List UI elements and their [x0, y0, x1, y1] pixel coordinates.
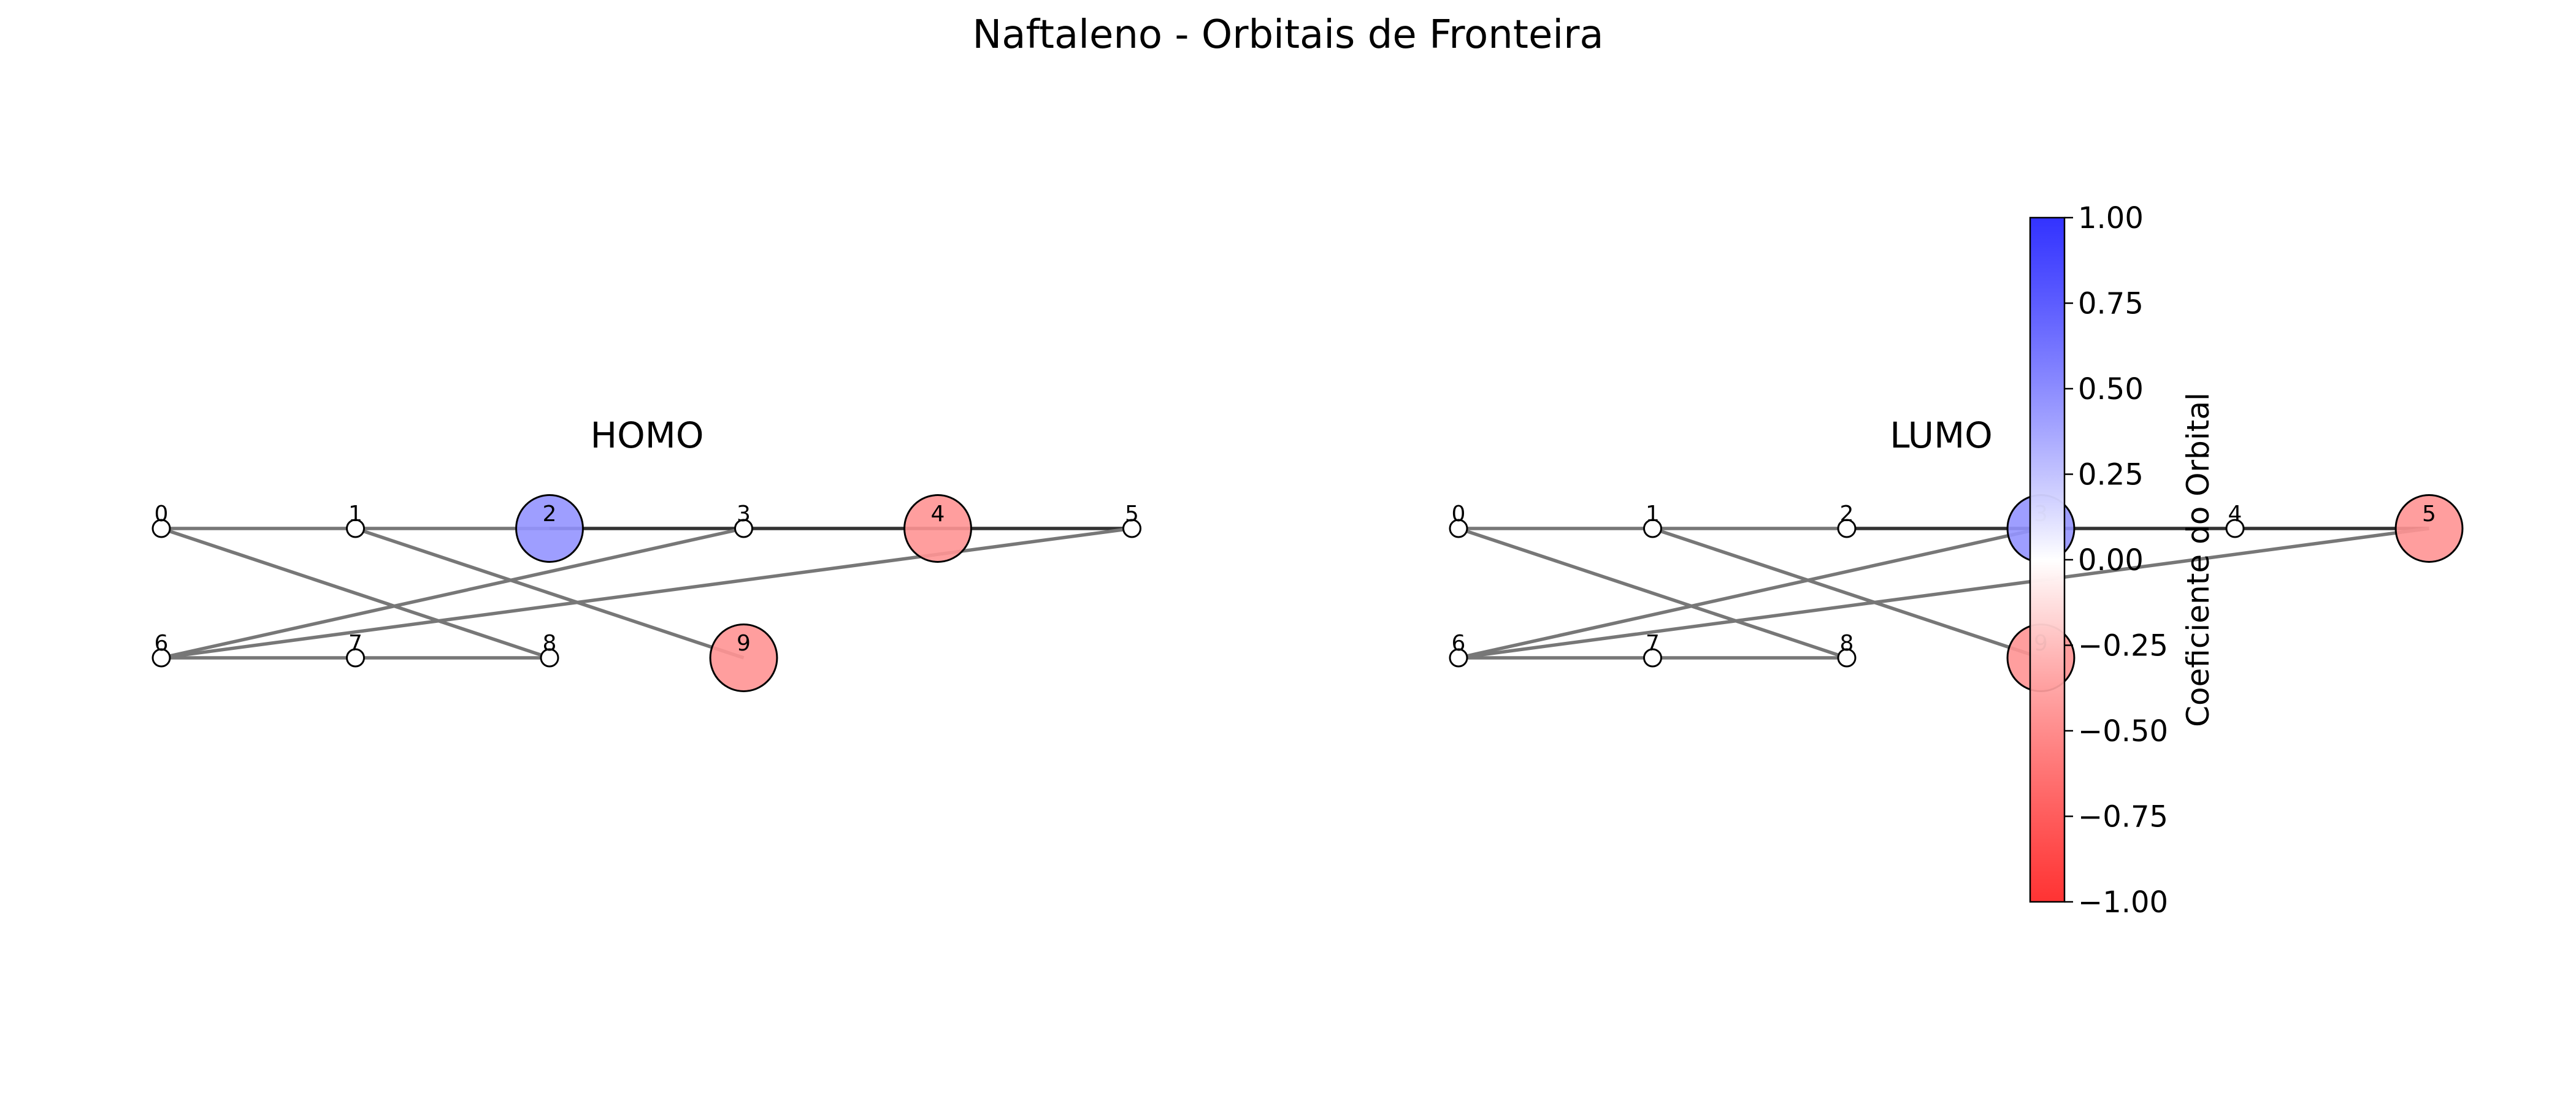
- homo-atom-label-8: 8: [543, 631, 557, 656]
- lumo-bond-6-5: [1458, 527, 2429, 660]
- colorbar-gradient: [2029, 216, 2066, 903]
- colorbar-tick-label: 0.25: [2078, 458, 2144, 492]
- lumo-bonds: [1458, 527, 2429, 660]
- homo-atom-label-3: 3: [737, 502, 751, 527]
- lumo-atom-label-8: 8: [1840, 631, 1854, 656]
- lumo-bond-1-9: [1652, 527, 2042, 660]
- homo-atom-label-5: 5: [1125, 502, 1139, 527]
- lumo-bond-0-8: [1458, 527, 1847, 660]
- colorbar-tick-label: −0.25: [2078, 629, 2168, 663]
- colorbar-label: Coeficiente do Orbital: [2180, 392, 2216, 727]
- homo-atom-1: [346, 519, 365, 538]
- lumo-atom-label-0: 0: [1452, 502, 1466, 527]
- homo-atom-label-7: 7: [348, 631, 362, 656]
- colorbar-tick-label: 0.75: [2078, 287, 2144, 321]
- homo-atom-5: [1122, 519, 1141, 538]
- colorbar-tick-label: 1.00: [2078, 201, 2144, 235]
- colorbar-tick-label: 0.00: [2078, 543, 2144, 578]
- lumo-atom-1: [1643, 519, 1662, 538]
- homo-atom-8: [540, 648, 559, 668]
- lumo-atom-label-1: 1: [1646, 502, 1660, 527]
- lumo-atom-2: [1837, 519, 1857, 538]
- homo-panel-title: HOMO: [591, 414, 704, 456]
- homo-atom-7: [346, 648, 365, 668]
- lumo-atom-label-6: 6: [1452, 631, 1466, 656]
- homo-atom-3: [734, 519, 753, 538]
- homo-atom-label-4: 4: [931, 502, 945, 527]
- homo-bond-0-8: [161, 527, 550, 660]
- homo-atom-0: [151, 519, 171, 538]
- homo-bond-6-3: [161, 527, 745, 660]
- lumo-atom-label-7: 7: [1646, 631, 1660, 656]
- homo-atom-label-0: 0: [155, 502, 169, 527]
- lumo-atom-0: [1449, 519, 1468, 538]
- lumo-atom-4: [2225, 519, 2245, 538]
- lumo-atom-label-2: 2: [1840, 502, 1854, 527]
- homo-atom-4: [903, 494, 972, 563]
- colorbar: 1.00 0.75 0.50 0.25 0.00 −0.25 −0.50 −0.75 −1.00…: [2029, 201, 2216, 920]
- colorbar-tick-label: 0.50: [2078, 372, 2144, 406]
- homo-atom-6: [151, 648, 171, 668]
- homo-atom-2: [515, 494, 584, 563]
- homo-atom-label-9: 9: [737, 631, 751, 656]
- lumo-atom-7: [1643, 648, 1662, 668]
- homo-atom-label-1: 1: [348, 502, 362, 527]
- colorbar-tick-label: −1.00: [2078, 885, 2168, 920]
- homo-atom-label-6: 6: [155, 631, 169, 656]
- homo-bond-1-9: [355, 527, 745, 660]
- lumo-bond-6-3: [1458, 527, 2042, 660]
- homo-bonds: [161, 527, 1132, 660]
- homo-bond-6-5: [161, 527, 1132, 660]
- colorbar-tick-label: −0.50: [2078, 714, 2168, 749]
- homo-atom-label-2: 2: [543, 502, 557, 527]
- lumo-atom-label-5: 5: [2422, 502, 2436, 527]
- homo-atom-9: [709, 624, 778, 692]
- figure-title: Naftaleno - Orbitais de Fronteira: [972, 12, 1603, 58]
- homo-panel: HOMO 0 1 2 3 4 5 6 7 8 9: [151, 414, 1141, 692]
- lumo-atom-label-4: 4: [2228, 502, 2242, 527]
- lumo-atom-8: [1837, 648, 1857, 668]
- lumo-panel-title: LUMO: [1890, 414, 1993, 456]
- colorbar-ticks: 1.00 0.75 0.50 0.25 0.00 −0.25 −0.50 −0.75 −1.00: [2064, 201, 2168, 920]
- homo-atoms: 0 1 2 3 4 5 6 7 8 9: [151, 494, 1141, 692]
- colorbar-tick-label: −0.75: [2078, 800, 2168, 834]
- lumo-atom-5: [2394, 494, 2464, 563]
- lumo-atom-6: [1449, 648, 1468, 668]
